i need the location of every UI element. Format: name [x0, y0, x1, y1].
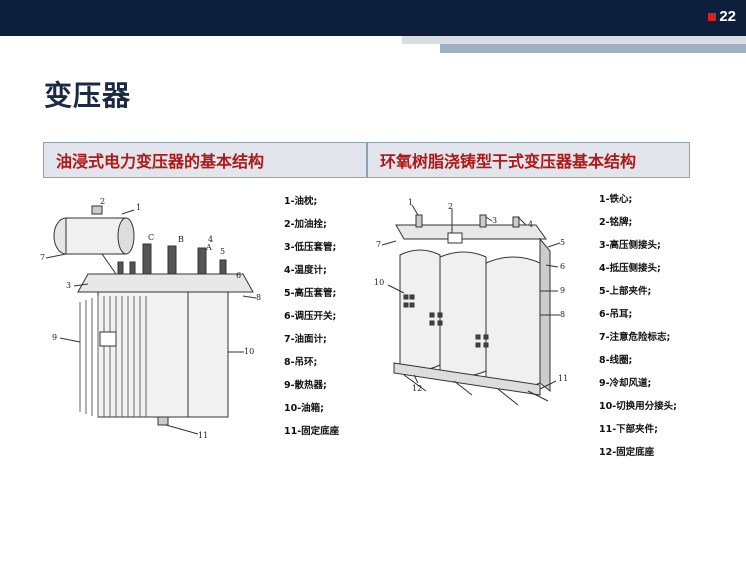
oil-transformer-diagram: 1 2 3 4 5 6 7 8 9 10 11 C B A	[40, 197, 261, 440]
list-item: 10-切换用分接头;	[599, 401, 677, 412]
left-label-2: 2	[100, 197, 105, 206]
left-letter-a: A	[205, 243, 212, 252]
list-item: 1-铁心;	[599, 194, 633, 205]
right-label-5: 5	[560, 238, 565, 247]
list-item: 11-下部夹件;	[599, 424, 658, 435]
list-item: 11-固定底座	[284, 426, 340, 437]
left-label-4: 4	[208, 235, 213, 244]
top-bar	[0, 0, 746, 36]
dry-transformer-parts-list: 1-铁心; 2-铭牌; 3-高压侧接头; 4-抵压侧接头; 5-上部夹件; 6-…	[599, 193, 677, 469]
right-label-6: 6	[560, 262, 565, 271]
right-label-11: 11	[558, 374, 568, 383]
list-item: 7-油面计;	[284, 334, 327, 345]
right-label-7: 7	[376, 240, 381, 249]
dry-transformer-diagram: 1 2 3 4 5 6 7 8 9 10 11 12	[374, 198, 568, 406]
right-label-2: 2	[448, 202, 453, 211]
list-item: 9-散热器;	[284, 380, 327, 391]
list-item: 4-温度计;	[284, 265, 327, 276]
left-label-8: 8	[256, 293, 261, 302]
list-item: 9-冷却风道;	[599, 378, 652, 389]
list-item: 4-抵压侧接头;	[599, 263, 661, 274]
right-label-9: 9	[560, 286, 565, 295]
list-item: 3-低压套管;	[284, 242, 337, 253]
list-item: 6-调压开关;	[284, 311, 337, 322]
left-label-7: 7	[40, 253, 45, 262]
slide-title: 变压器	[44, 79, 132, 112]
list-item: 12-固定底座	[599, 447, 655, 458]
list-item: 2-铭牌;	[599, 217, 633, 228]
right-label-3: 3	[492, 216, 497, 225]
left-label-10: 10	[244, 347, 254, 356]
left-label-5: 5	[220, 247, 225, 256]
right-label-10: 10	[374, 278, 384, 287]
header-dry-transformer: 环氧树脂浇铸型干式变压器基本结构	[367, 142, 690, 178]
list-item: 5-上部夹件;	[599, 286, 652, 297]
right-label-12: 12	[412, 384, 422, 393]
list-item: 8-线圈;	[599, 355, 633, 366]
list-item: 2-加油拴;	[284, 219, 327, 230]
left-label-1: 1	[136, 203, 141, 212]
red-square-icon	[708, 12, 717, 21]
left-letter-b: B	[178, 235, 184, 244]
list-item: 1-油枕;	[284, 196, 318, 207]
list-item: 3-高压侧接头;	[599, 240, 661, 251]
left-label-6: 6	[236, 271, 241, 280]
list-item: 7-注意危险标志;	[599, 332, 671, 343]
left-letter-c: C	[148, 233, 154, 242]
oil-transformer-parts-list: 1-油枕; 2-加油拴; 3-低压套管; 4-温度计; 5-高压套管; 6-调压…	[284, 195, 339, 448]
right-label-4: 4	[528, 220, 533, 229]
list-item: 10-油箱;	[284, 403, 324, 414]
slide-number: 22	[708, 8, 736, 25]
slide-number-text: 22	[719, 8, 736, 25]
accent-bar-medium	[440, 44, 746, 53]
left-label-9: 9	[52, 333, 57, 342]
left-label-11: 11	[198, 431, 208, 440]
list-item: 8-吊环;	[284, 357, 318, 368]
right-label-8: 8	[560, 310, 565, 319]
right-label-1: 1	[408, 198, 413, 207]
list-item: 6-吊耳;	[599, 309, 633, 320]
list-item: 5-高压套管;	[284, 288, 337, 299]
header-oil-transformer: 油浸式电力变压器的基本结构	[43, 142, 367, 178]
left-label-3: 3	[66, 281, 71, 290]
accent-bar-light	[402, 36, 746, 44]
